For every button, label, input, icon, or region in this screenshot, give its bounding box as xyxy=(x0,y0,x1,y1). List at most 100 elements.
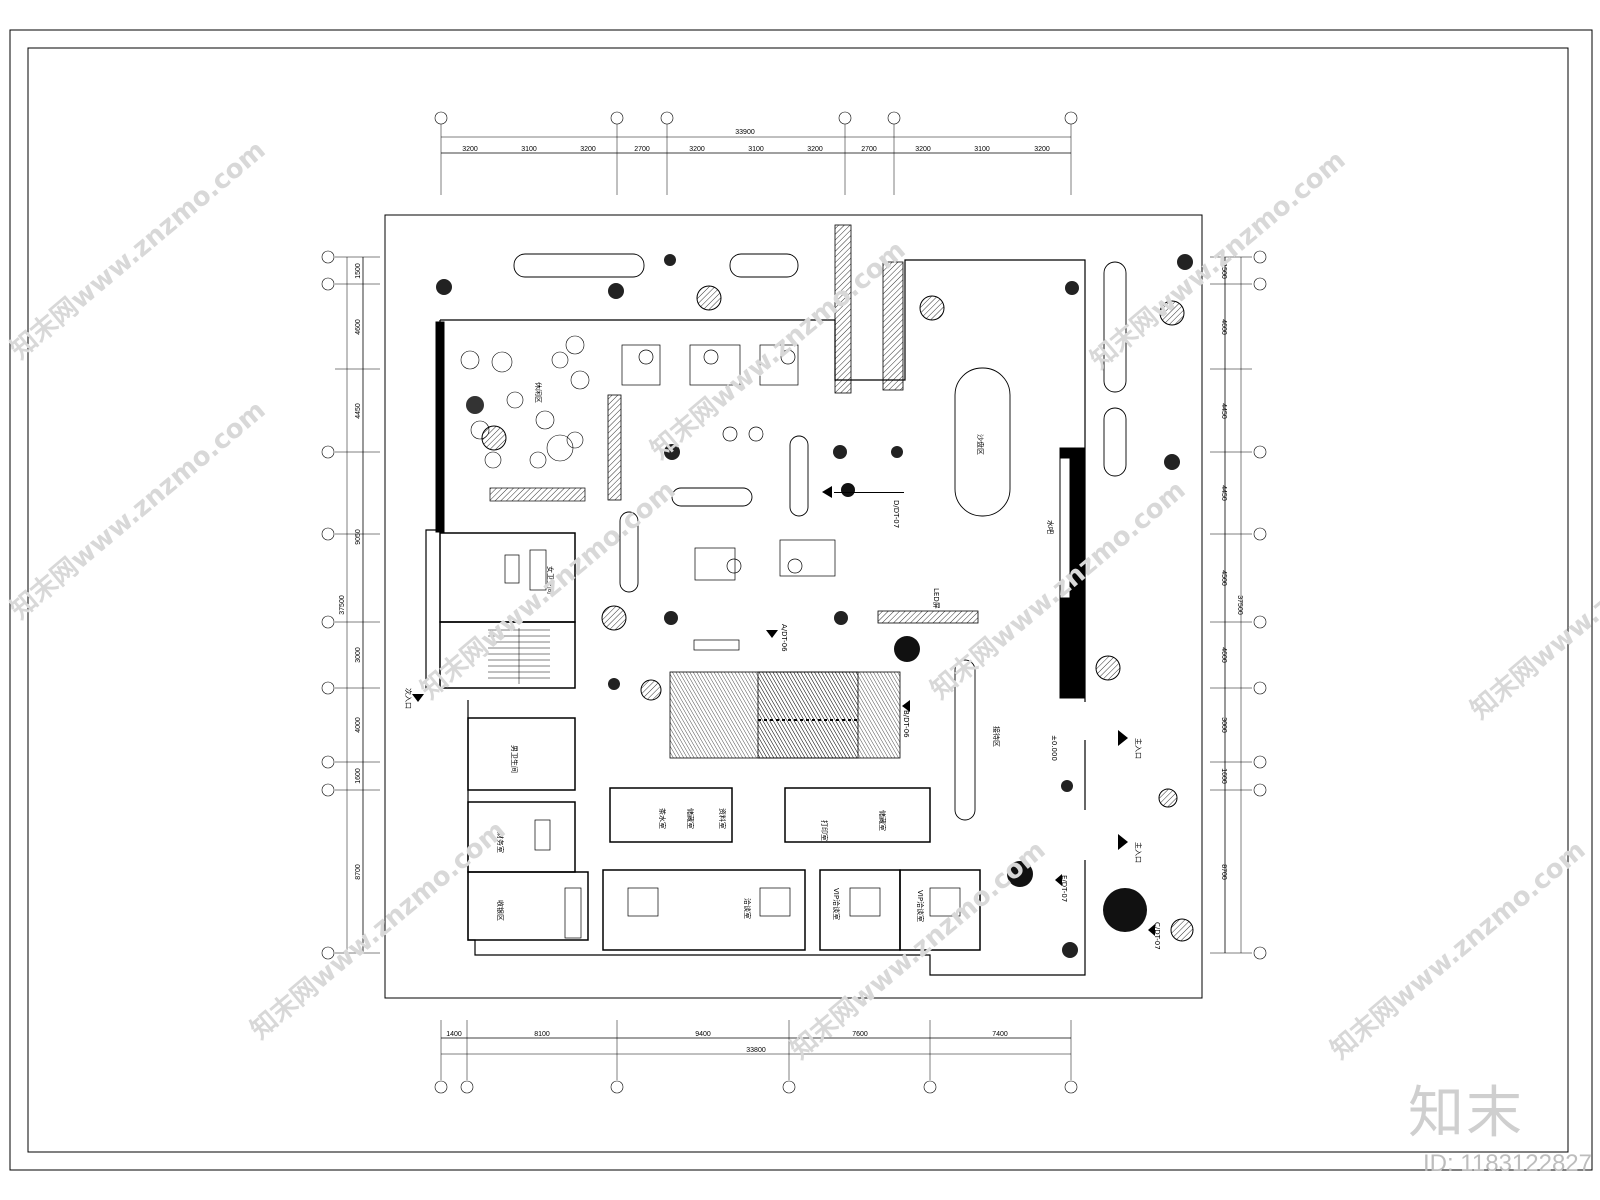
right-dim: 1500 xyxy=(1220,263,1227,279)
left-dim: 4450 xyxy=(355,403,362,419)
axis-bubble xyxy=(923,1080,937,1094)
room-label: 储藏室 xyxy=(878,810,887,831)
axis-bubble xyxy=(460,1080,474,1094)
axis-bubble xyxy=(321,527,335,541)
room-labels: 女卫生间 男卫生间 茶水室 储藏室 资料室 打印室 储藏室 财务室 收银区 洽谈… xyxy=(496,382,1055,922)
left-dim: 8700 xyxy=(355,864,362,880)
axis-bubble xyxy=(321,445,335,459)
left-dim: 1500 xyxy=(355,263,362,279)
axis-bubble xyxy=(1253,250,1267,264)
section-tag: B/DT-06 xyxy=(902,710,910,738)
left-dim: 3000 xyxy=(355,647,362,663)
axis-bubble xyxy=(434,1080,448,1094)
sand-table xyxy=(669,671,901,759)
room-label: 男卫生间 xyxy=(510,745,519,773)
room-label: 女卫生间 xyxy=(546,566,555,594)
left-dim: 9050 xyxy=(355,529,362,545)
axis-bubble xyxy=(321,277,335,291)
furniture xyxy=(489,344,961,939)
axis-bubble xyxy=(610,111,624,125)
axis-bubble xyxy=(1253,277,1267,291)
axis-bubble xyxy=(1253,755,1267,769)
axis-bubble xyxy=(1253,615,1267,629)
room-label: 休闲区 xyxy=(534,382,543,403)
axis-bubble xyxy=(1253,527,1267,541)
led-screen-label: LED屏 xyxy=(932,588,940,609)
left-dimension-chain: 1500 4600 4450 9050 3000 4000 1600 8700 … xyxy=(321,250,380,960)
room-label: 洽谈室 xyxy=(743,898,752,919)
axis-bubble xyxy=(321,681,335,695)
watermark-text: 知末网www.znzmo.com xyxy=(1325,835,1591,1065)
bottom-dim: 1400 xyxy=(446,1031,462,1038)
right-total-dim: 37500 xyxy=(1236,595,1243,615)
left-total-dim: 37500 xyxy=(339,595,346,615)
axis-bubble xyxy=(1253,445,1267,459)
axis-bubble xyxy=(1064,1080,1078,1094)
room-label: 接待区 xyxy=(992,726,1001,747)
rest-rooms xyxy=(439,532,981,951)
section-tag: C/DT-07 xyxy=(1153,922,1161,950)
watermark-text: 知末网www.znzmo.com xyxy=(1465,495,1600,725)
room-label: 茶水室 xyxy=(658,808,667,829)
top-dim: 3200 xyxy=(462,146,478,153)
left-dim: 4600 xyxy=(355,319,362,335)
room-label: VIP洽谈室 xyxy=(916,890,925,922)
lounge-chairs xyxy=(460,335,590,469)
section-markers: D/DT-07 A/DT-06 B/DT-06 E/DT-07 C/DT-07 … xyxy=(404,486,1161,950)
right-dim: 1600 xyxy=(1220,768,1227,784)
entrance-label: 主入口 xyxy=(1134,738,1143,759)
axis-bubble xyxy=(434,111,448,125)
axis-bubble xyxy=(1253,681,1267,695)
entrance-label: 次入口 xyxy=(404,688,413,709)
top-total-dim: 33900 xyxy=(735,129,755,136)
axis-bubble xyxy=(321,755,335,769)
top-dim: 3100 xyxy=(974,146,990,153)
axis-bubble xyxy=(1064,111,1078,125)
bottom-total-dim: 33800 xyxy=(746,1047,766,1054)
top-dim: 3200 xyxy=(915,146,931,153)
axis-bubble xyxy=(321,615,335,629)
left-dim: 4000 xyxy=(355,717,362,733)
top-dim: 2700 xyxy=(861,146,877,153)
bottom-dim: 8100 xyxy=(534,1031,550,1038)
top-dim: 3100 xyxy=(521,146,537,153)
axis-bubble xyxy=(838,111,852,125)
top-dim: 3200 xyxy=(1034,146,1050,153)
hatched-partitions xyxy=(607,224,979,624)
right-dim: 4500 xyxy=(1220,570,1227,586)
axis-bubble xyxy=(782,1080,796,1094)
bottom-dim: 9400 xyxy=(695,1031,711,1038)
axis-bubble xyxy=(1253,783,1267,797)
axis-bubble xyxy=(321,250,335,264)
axis-bubble xyxy=(1253,946,1267,960)
right-dim: 8700 xyxy=(1220,864,1227,880)
axis-bubble xyxy=(887,111,901,125)
top-dim: 2700 xyxy=(634,146,650,153)
section-tag: E/DT-07 xyxy=(1060,875,1068,902)
axis-bubble xyxy=(321,783,335,797)
image-id: ID: 1183122827 xyxy=(1422,1150,1592,1177)
bottom-dimension-chain: 1400 8100 9400 7600 7400 33800 xyxy=(434,1020,1078,1094)
entrance-label: 主入口 xyxy=(1134,842,1143,863)
left-dim: 1600 xyxy=(355,768,362,784)
right-dim: 4600 xyxy=(1220,647,1227,663)
axis-bubble xyxy=(610,1080,624,1094)
top-dim: 3200 xyxy=(807,146,823,153)
outer-frame xyxy=(9,29,1593,1171)
axis-bubble xyxy=(660,111,674,125)
section-tag: D/DT-07 xyxy=(892,500,900,528)
room-label: 沙盘区 xyxy=(976,434,985,455)
section-tag: A/DT-06 xyxy=(780,624,788,652)
watermark-text: 知末网www.znzmo.com xyxy=(5,395,271,625)
right-dim: 3000 xyxy=(1220,717,1227,733)
room-label: 水吧 xyxy=(1046,520,1055,534)
right-dim: 4450 xyxy=(1220,403,1227,419)
planters xyxy=(513,253,1127,821)
top-dim: 3200 xyxy=(689,146,705,153)
watermark-text: 知末网www.znzmo.com xyxy=(5,135,271,365)
top-dimension-chain: 33900 3200 3100 3200 2700 3200 3100 3200… xyxy=(434,111,1078,195)
right-dimension-chain: 1500 4600 4450 4450 4500 4600 3000 1600 … xyxy=(1210,250,1267,960)
floor-level: ±0.000 xyxy=(1050,735,1058,761)
axis-bubble xyxy=(321,946,335,960)
